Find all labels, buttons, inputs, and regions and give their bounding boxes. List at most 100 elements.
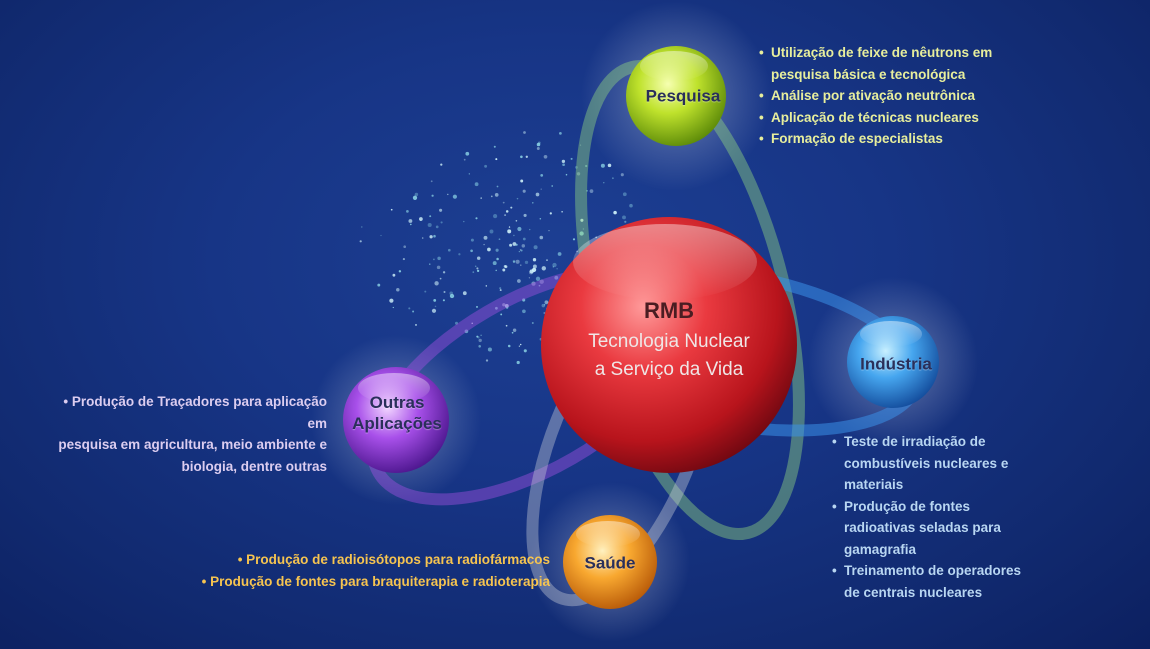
particle: [561, 159, 566, 164]
particle: [430, 180, 433, 183]
particle: [512, 242, 517, 246]
particle: [629, 203, 633, 208]
particle: [580, 218, 584, 222]
particle: [392, 306, 394, 309]
particle: [517, 226, 522, 232]
particle: [433, 258, 435, 261]
outras-label[interactable]: Outras Aplicações: [352, 392, 442, 434]
particle: [557, 252, 562, 256]
particle: [440, 221, 443, 224]
particle: [589, 189, 594, 193]
particle: [463, 220, 465, 223]
particle: [433, 299, 437, 302]
particle: [478, 338, 482, 343]
particle: [522, 237, 526, 241]
particle: [607, 163, 612, 168]
particle: [505, 210, 509, 213]
particle: [470, 238, 474, 242]
particle: [424, 290, 427, 293]
particle: [536, 147, 540, 150]
particle: [475, 217, 478, 220]
particle: [540, 188, 542, 190]
saude-label[interactable]: Saúde: [584, 553, 636, 573]
particle: [520, 179, 524, 183]
particle: [613, 210, 617, 215]
particle: [471, 322, 473, 325]
particle: [523, 131, 526, 134]
particle: [487, 347, 492, 352]
particle: [429, 263, 431, 265]
particle: [539, 217, 542, 220]
particle: [502, 201, 505, 204]
particle: [505, 324, 508, 327]
particle: [515, 219, 518, 222]
industria-list: Teste de irradiação de combustíveis nucl…: [832, 431, 1032, 603]
particle: [518, 345, 521, 347]
particle: [496, 257, 499, 261]
particle: [495, 306, 498, 310]
particle: [502, 303, 506, 307]
saude-item: Produção de radioisótopos para radiofárm…: [200, 549, 550, 571]
particle: [429, 215, 432, 218]
particle: [429, 235, 433, 239]
pesquisa-item: Análise por ativação neutrônica: [759, 85, 992, 107]
particle: [439, 277, 442, 280]
pesquisa-item: pesquisa básica e tecnológica: [771, 66, 966, 82]
particle: [528, 277, 531, 279]
particle: [499, 289, 502, 292]
particle: [476, 335, 479, 338]
particle: [442, 299, 445, 302]
particle: [579, 144, 582, 146]
saude-list: Produção de radioisótopos para radiofárm…: [200, 549, 550, 592]
particle: [414, 192, 419, 197]
particle: [529, 269, 534, 274]
particle: [504, 214, 507, 217]
particle: [622, 215, 626, 220]
particle: [490, 195, 493, 198]
particle: [541, 266, 546, 271]
pesquisa-sphere-highlight: [640, 51, 708, 81]
particle: [449, 291, 454, 296]
particle: [535, 276, 541, 281]
particle: [508, 226, 511, 228]
particle: [474, 182, 479, 187]
particle: [520, 155, 523, 159]
particle: [412, 195, 418, 200]
particle: [408, 219, 413, 223]
particle: [520, 249, 523, 252]
particle: [483, 243, 485, 246]
particle: [535, 192, 540, 197]
particle: [523, 213, 527, 217]
particle: [559, 132, 562, 135]
particle: [498, 238, 501, 241]
particle: [419, 217, 423, 221]
outras-label-line2: Aplicações: [352, 414, 442, 433]
particle: [516, 197, 519, 200]
outras-label-line1: Outras: [369, 393, 425, 412]
particle: [541, 303, 546, 308]
particle: [624, 220, 627, 223]
particle: [532, 202, 534, 204]
particle: [493, 145, 496, 148]
pesquisa-label[interactable]: Pesquisa: [645, 86, 721, 106]
pesquisa-item: Utilização de feixe de nêutrons em: [759, 42, 992, 64]
particle: [543, 154, 548, 159]
particle: [516, 360, 520, 365]
particle: [474, 265, 477, 268]
particle: [421, 237, 424, 239]
particle: [463, 158, 466, 161]
particle: [447, 193, 449, 196]
particle: [495, 248, 499, 252]
industria-item: Treinamento de operadores de centrais nu…: [832, 560, 1032, 603]
particle: [546, 259, 548, 261]
particle: [361, 226, 363, 228]
particle: [462, 291, 467, 296]
particle: [539, 279, 544, 284]
particle: [458, 253, 461, 256]
particle: [522, 298, 526, 302]
particle: [538, 284, 541, 287]
industria-label[interactable]: Indústria: [860, 354, 932, 374]
particle: [502, 268, 506, 272]
particle: [518, 250, 521, 253]
saude-sphere-highlight: [576, 521, 640, 547]
